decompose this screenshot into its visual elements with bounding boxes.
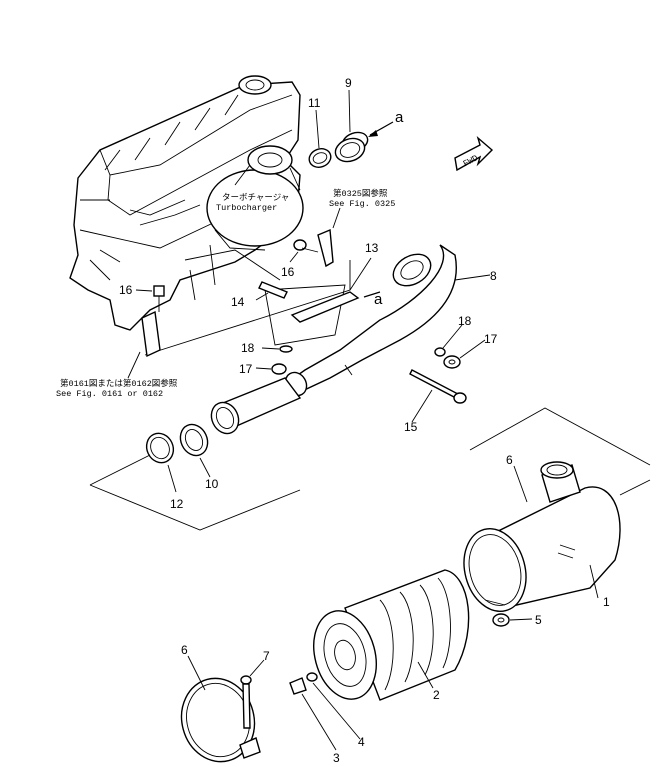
callout-7: 7: [263, 649, 270, 663]
part-14-pipe: [258, 281, 288, 299]
part-8-intake-hose: [284, 244, 491, 397]
part-9-hose: [334, 131, 369, 163]
part-4-washer: [306, 672, 318, 682]
callout-18-right: 18: [458, 314, 472, 328]
part-16-bolt-left: [153, 285, 165, 312]
part-2-filter-element: [313, 569, 470, 701]
callout-3: 3: [333, 751, 340, 765]
connector-tube: [210, 377, 302, 435]
callout-16-left: 16: [119, 283, 133, 297]
part-11-clamp: [308, 148, 332, 168]
part-18-washer-left: [279, 345, 293, 353]
callout-5: 5: [535, 613, 542, 627]
part-18-washer-right: [434, 347, 446, 357]
callout-12: 12: [170, 497, 184, 511]
callout-8: 8: [490, 269, 497, 283]
part-7-bolt: [240, 675, 252, 729]
turbocharger-en-note: Turbocharger: [216, 203, 277, 213]
part-17-nut-right: [443, 355, 461, 369]
fwd-direction-badge: FWD: [454, 135, 494, 172]
callout-6-lower: 6: [181, 643, 188, 657]
fig-0325-en-note: See Fig. 0325: [329, 199, 395, 209]
fig-0325-jp-note: 第0325図参照: [333, 188, 388, 199]
callout-2: 2: [433, 688, 440, 702]
part-12-clamp: [145, 432, 175, 464]
callout-a-middle: a: [374, 291, 383, 308]
callout-17-left: 17: [239, 362, 253, 376]
engine-block: [69, 75, 301, 331]
callout-13: 13: [365, 241, 379, 255]
bracket-fig-0325: [317, 228, 334, 268]
callout-16-middle: 16: [281, 265, 295, 279]
callout-1: 1: [603, 595, 610, 609]
part-15-bolt: [409, 369, 467, 404]
fig-0161-en-note: See Fig. 0161 or 0162: [56, 389, 163, 399]
callout-11: 11: [308, 96, 321, 110]
turbocharger-jp-note: ターボチャージャ: [222, 193, 289, 203]
callout-6-upper: 6: [506, 453, 513, 467]
callout-15: 15: [404, 420, 418, 434]
fig-0161-jp-note: 第0161図または第0162図参照: [60, 378, 178, 389]
callout-9: 9: [345, 76, 352, 90]
callout-4: 4: [358, 735, 365, 749]
part-5-nut: [492, 613, 510, 627]
reference-plane-right: [469, 407, 651, 496]
part-3-wing-nut: [289, 677, 307, 695]
callout-10: 10: [205, 477, 219, 491]
part-17-nut-left: [271, 363, 287, 375]
part-13-stay: [290, 291, 360, 323]
part-16-bolt-middle: [293, 239, 319, 253]
part-10-hose: [179, 423, 209, 457]
turbocharger: [206, 145, 304, 251]
callout-18-left: 18: [241, 341, 255, 355]
reference-plane-left: [89, 454, 301, 531]
callout-a-top: a: [395, 109, 404, 126]
callout-17-right: 17: [484, 332, 498, 346]
part-1-air-cleaner-body: [463, 461, 621, 613]
callout-14: 14: [231, 295, 245, 309]
